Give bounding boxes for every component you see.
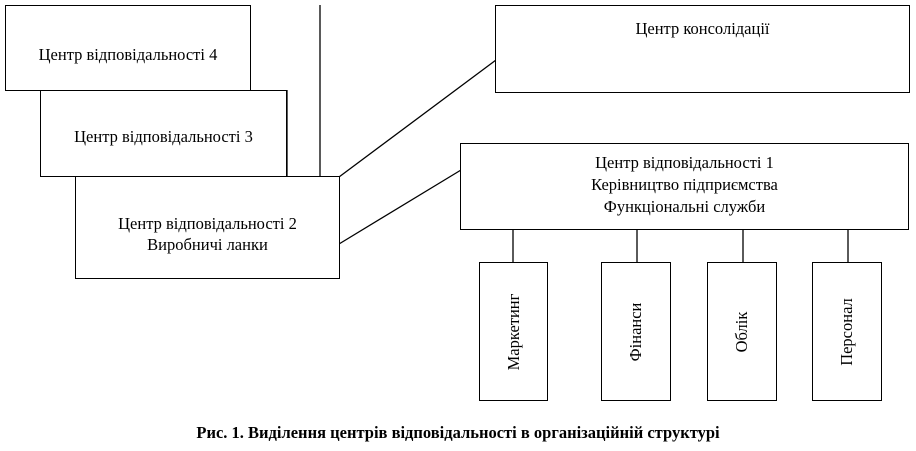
responsibility-center-3-label: Центр відповідальності 3 [74,127,253,146]
figure-caption: Рис. 1. Виділення центрів відповідальнос… [196,423,720,442]
service-personnel: Персонал [812,262,882,401]
responsibility-center-1-services: Функціональні служби [603,197,766,216]
link-rc-consolidation [338,59,497,178]
responsibility-center-4-label: Центр відповідальності 4 [38,45,218,64]
service-finance-label: Фінанси [626,302,645,361]
service-accounting: Облік [707,262,777,401]
service-marketing-label: Маркетинг [503,293,523,370]
responsibility-center-3: Центр відповідальності 3 [40,90,287,177]
responsibility-center-2-subtitle: Виробничі ланки [147,235,268,254]
responsibility-center-2-title: Центр відповідальності 2 [118,214,297,233]
link-rc2-rc1 [338,169,462,245]
service-marketing: Маркетинг [479,262,548,401]
responsibility-center-1-title: Центр відповідальності 1 [595,153,774,172]
consolidation-center: Центр консолідації [495,5,910,93]
service-accounting-label: Облік [732,311,751,352]
consolidation-center-label: Центр консолідації [635,19,770,38]
service-personnel-label: Персонал [837,297,856,366]
responsibility-center-4: Центр відповідальності 4 [5,5,251,91]
responsibility-center-1: Центр відповідальності 1 Керівництво під… [460,143,909,230]
service-finance: Фінанси [601,262,671,401]
responsibility-center-1-management: Керівництво підприємства [591,175,778,194]
responsibility-center-2: Центр відповідальності 2 Виробничі ланки [75,176,340,279]
